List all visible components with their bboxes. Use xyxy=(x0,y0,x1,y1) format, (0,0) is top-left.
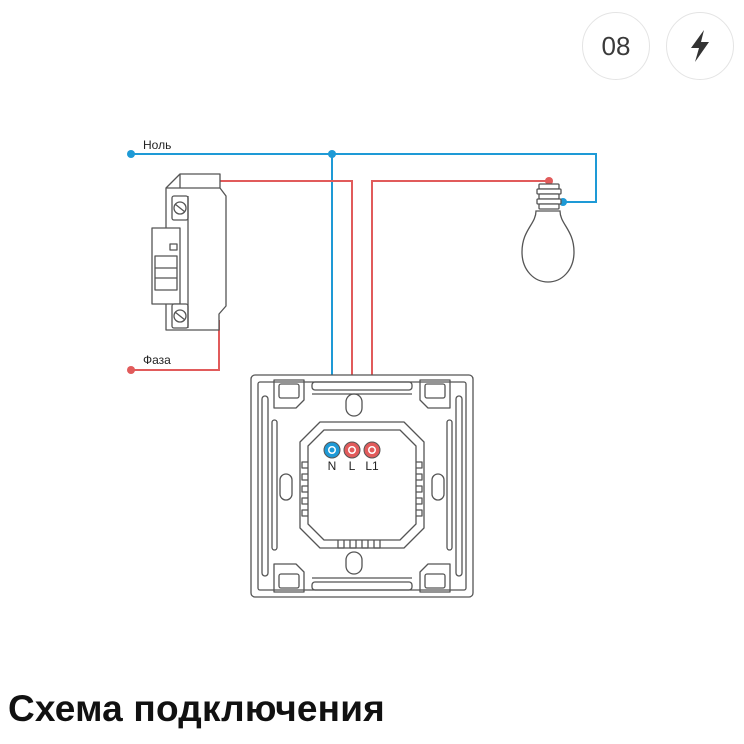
step-number-badge: 08 xyxy=(582,12,650,80)
terminal-label-l1: L1 xyxy=(365,459,379,473)
terminal-label-l: L xyxy=(349,459,356,473)
switch-back-plate xyxy=(250,374,474,598)
phase-label: Фаза xyxy=(143,353,171,367)
neutral-wire-end xyxy=(127,150,135,158)
phase-wire-end xyxy=(127,366,135,374)
terminal-l xyxy=(343,441,361,459)
bulb-phase-contact xyxy=(545,177,553,185)
page-title: Схема подключения xyxy=(8,688,385,729)
step-number: 08 xyxy=(601,30,631,61)
lightning-bolt-icon xyxy=(691,30,709,62)
terminal-label-n: N xyxy=(328,459,337,473)
circuit-breaker xyxy=(151,173,227,331)
light-bulb-icon xyxy=(521,183,575,283)
lightning-badge xyxy=(666,12,734,80)
terminal-l1 xyxy=(363,441,381,459)
neutral-label: Ноль xyxy=(143,138,171,152)
neutral-junction xyxy=(328,150,336,158)
phase-wire xyxy=(131,180,549,450)
terminal-n xyxy=(323,441,341,459)
